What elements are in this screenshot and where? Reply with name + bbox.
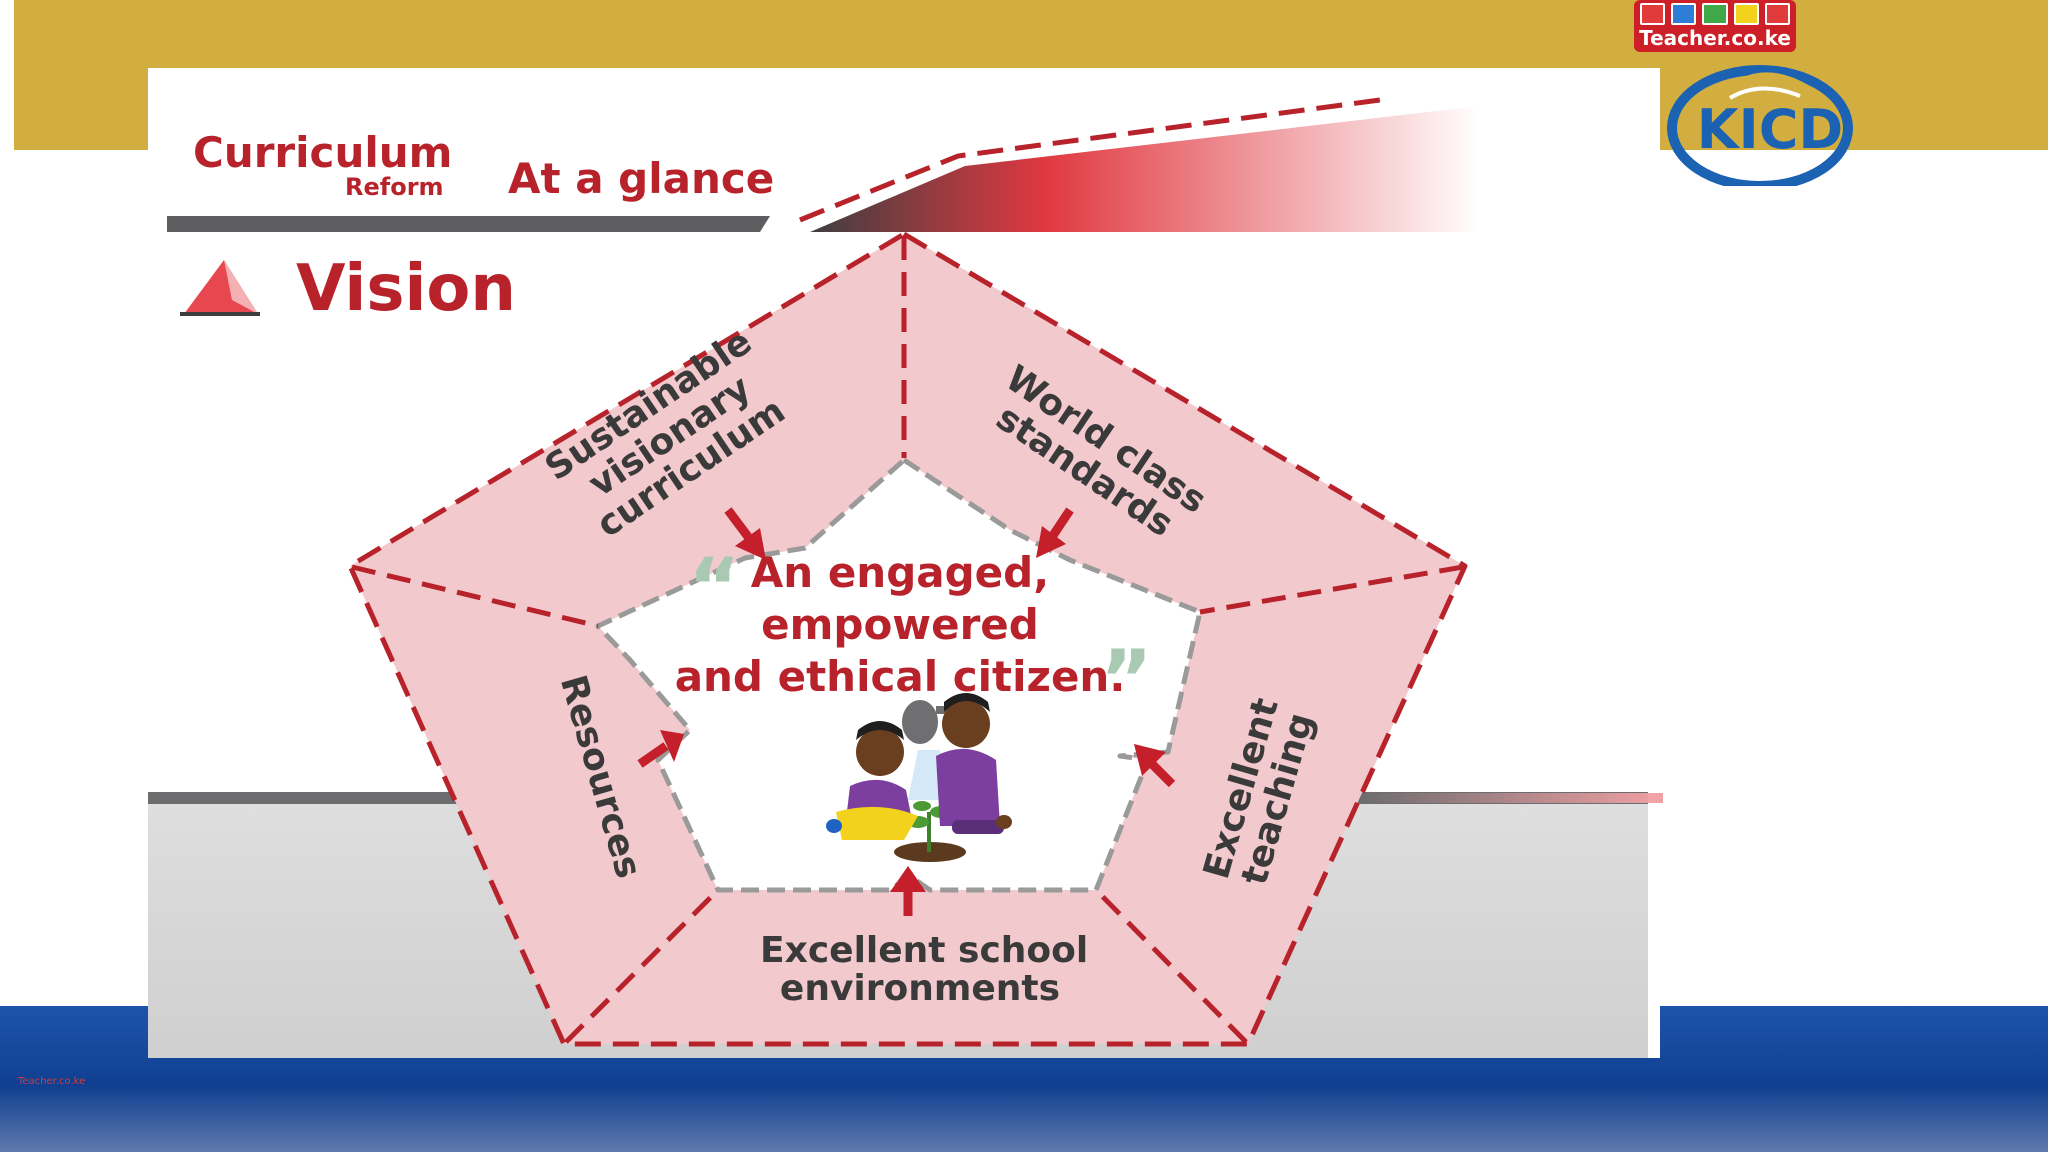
- arrow-environments-icon: [890, 866, 926, 916]
- vision-statement-line-2: empowered: [761, 600, 1039, 649]
- curriculum-title: Curriculum: [193, 128, 453, 177]
- open-quote-mark: “: [688, 541, 741, 634]
- arrow-teaching-icon: [1134, 744, 1176, 788]
- vision-title: Vision: [296, 252, 516, 326]
- badge-text: Teacher.co.ke: [1639, 26, 1791, 50]
- vision-bullet-icon: [180, 260, 260, 316]
- children-watering-seedling-illustration: [826, 693, 1012, 862]
- footer-watermark: Teacher.co.ke: [18, 1076, 86, 1087]
- arrow-sustainable-icon: [724, 507, 766, 560]
- header-swoosh-outline: [799, 97, 1381, 223]
- header-swoosh: [810, 106, 1480, 232]
- at-a-glance-title: At a glance: [508, 154, 775, 203]
- close-quote-mark: ”: [1100, 633, 1153, 726]
- red-accent-line: [1363, 793, 1663, 803]
- books-icon: [1640, 3, 1791, 25]
- header-rule: [167, 216, 770, 232]
- kicd-logo-text: KICD: [1696, 98, 1844, 161]
- vision-statement-line-1: An engaged,: [750, 548, 1050, 597]
- arrow-resources-icon: [637, 730, 684, 768]
- vision-statement-line-3: and ethical citizen.: [674, 652, 1126, 701]
- segment-dividers: [351, 236, 1464, 1044]
- teacher-co-ke-badge: Teacher.co.ke: [1634, 0, 1796, 52]
- arrow-world-icon: [1036, 507, 1074, 558]
- blue-footer-wave: [0, 1085, 2048, 1152]
- kicd-logo-icon: [1667, 65, 1853, 186]
- reform-subtitle: Reform: [345, 173, 444, 201]
